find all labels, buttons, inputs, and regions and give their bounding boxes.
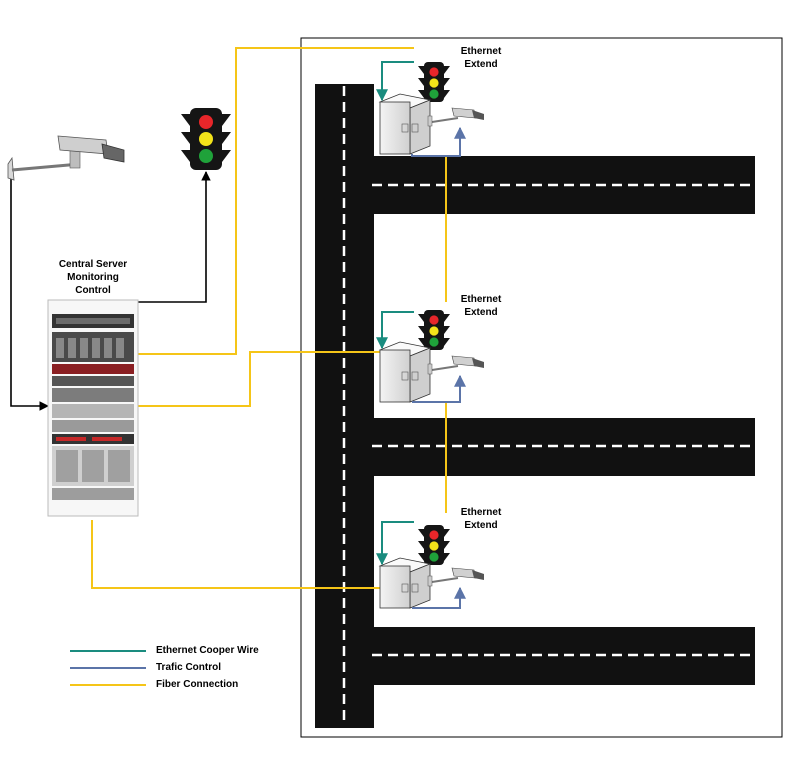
node-2-label: Ethernet Extend bbox=[460, 294, 502, 318]
legend-item-traffic: Trafic Control bbox=[156, 662, 222, 673]
node-3-label: Ethernet Extend bbox=[460, 507, 502, 531]
area-frame bbox=[300, 37, 783, 738]
node-3 bbox=[376, 521, 484, 609]
control-links bbox=[10, 170, 211, 411]
node-3-traffic-light-icon bbox=[418, 525, 450, 565]
node-3-camera-icon bbox=[427, 567, 484, 587]
central-camera-icon bbox=[7, 135, 125, 181]
node-2-traffic-link bbox=[412, 374, 466, 403]
central-traffic-light-icon bbox=[181, 108, 231, 170]
legend-item-ethernet: Ethernet Cooper Wire bbox=[156, 645, 259, 656]
server-rack-icon bbox=[47, 299, 139, 517]
central-server-label: Central Server Monitoring Control bbox=[58, 259, 128, 296]
node-2-server-icon bbox=[378, 341, 432, 403]
node-3-traffic-link bbox=[412, 586, 466, 609]
node-2-traffic-light-icon bbox=[418, 310, 450, 350]
node-1-traffic-light-icon bbox=[418, 62, 450, 102]
road-network bbox=[315, 84, 755, 728]
node-1-server-icon bbox=[378, 93, 432, 155]
node-1 bbox=[376, 61, 484, 157]
legend-item-fiber: Fiber Connection bbox=[156, 679, 239, 690]
node-2-ethernet-link bbox=[376, 311, 414, 350]
node-1-ethernet-link bbox=[376, 61, 414, 102]
node-1-traffic-link bbox=[411, 126, 466, 157]
node-1-camera-icon bbox=[427, 107, 484, 127]
fiber-links bbox=[91, 47, 447, 589]
node-1-label: Ethernet Extend bbox=[460, 46, 502, 70]
node-3-server-icon bbox=[378, 557, 432, 609]
node-3-ethernet-link bbox=[376, 521, 414, 566]
legend-lines bbox=[70, 650, 146, 686]
node-2-camera-icon bbox=[427, 355, 484, 375]
node-2 bbox=[376, 310, 484, 403]
